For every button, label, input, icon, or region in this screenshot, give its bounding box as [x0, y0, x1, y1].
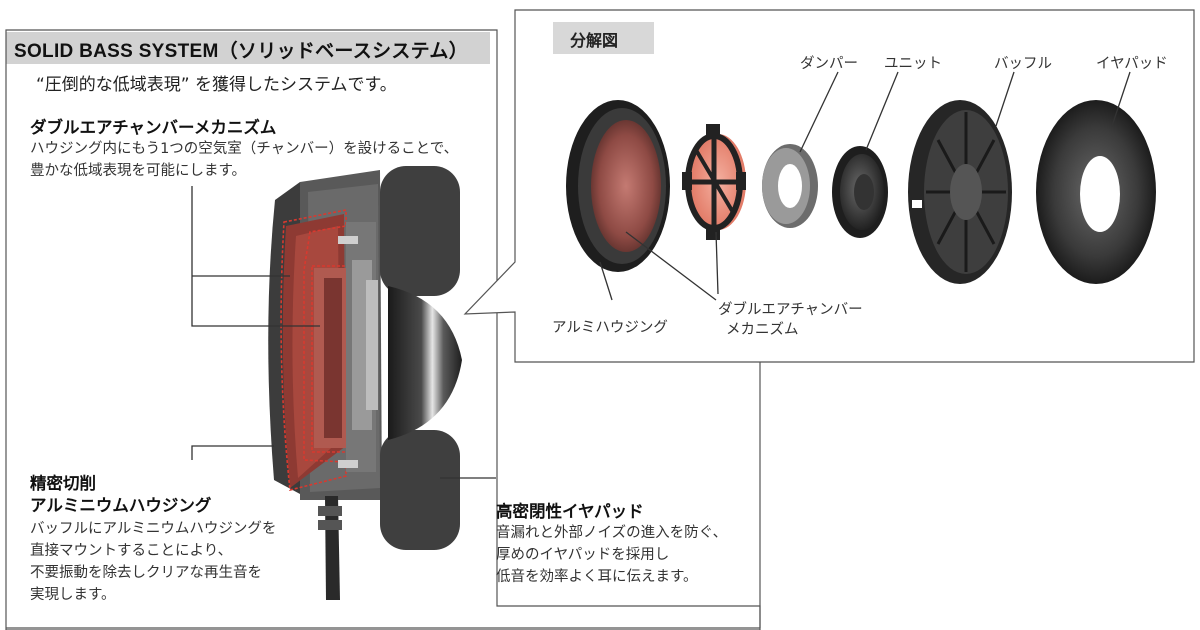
feature-heading-air-chamber: ダブルエアチャンバーメカニズム	[30, 114, 276, 138]
label-aluminum-housing: アルミハウジング	[552, 316, 668, 337]
label-unit: ユニット	[884, 52, 942, 73]
label-chamber-2: メカニズム	[726, 318, 799, 339]
feature-text-air-chamber-1: ハウジング内にもう1つの空気室（チャンバー）を設けることで、	[30, 138, 458, 160]
cross-section	[268, 166, 462, 600]
feature-text-earpad-2: 厚めのイヤパッドを採用し	[496, 544, 669, 566]
label-damper: ダンパー	[800, 52, 858, 73]
feature-text-housing-2: 直接マウントすることにより、	[30, 540, 232, 562]
feature-text-housing-1: バッフルにアルミニウムハウジングを	[30, 518, 276, 540]
label-baffle: バッフル	[994, 52, 1052, 73]
feature-heading-housing-1: 精密切削	[30, 470, 96, 494]
feature-text-earpad-1: 音漏れと外部ノイズの進入を防ぐ、	[496, 522, 727, 544]
feature-text-housing-4: 実現します。	[30, 584, 116, 606]
feature-text-earpad-3: 低音を効率よく耳に伝えます。	[496, 566, 698, 588]
feature-heading-housing-2: アルミニウムハウジング	[30, 492, 211, 516]
feature-heading-earpad: 高密閉性イヤパッド	[496, 498, 644, 522]
label-earpad: イヤパッド	[1096, 52, 1168, 73]
exploded-view-title: 分解図	[570, 27, 618, 51]
feature-text-housing-3: 不要振動を除去しクリアな再生音を	[30, 562, 262, 584]
feature-text-air-chamber-2: 豊かな低域表現を可能にします。	[30, 160, 246, 182]
label-chamber-1: ダブルエアチャンバー	[718, 298, 863, 319]
